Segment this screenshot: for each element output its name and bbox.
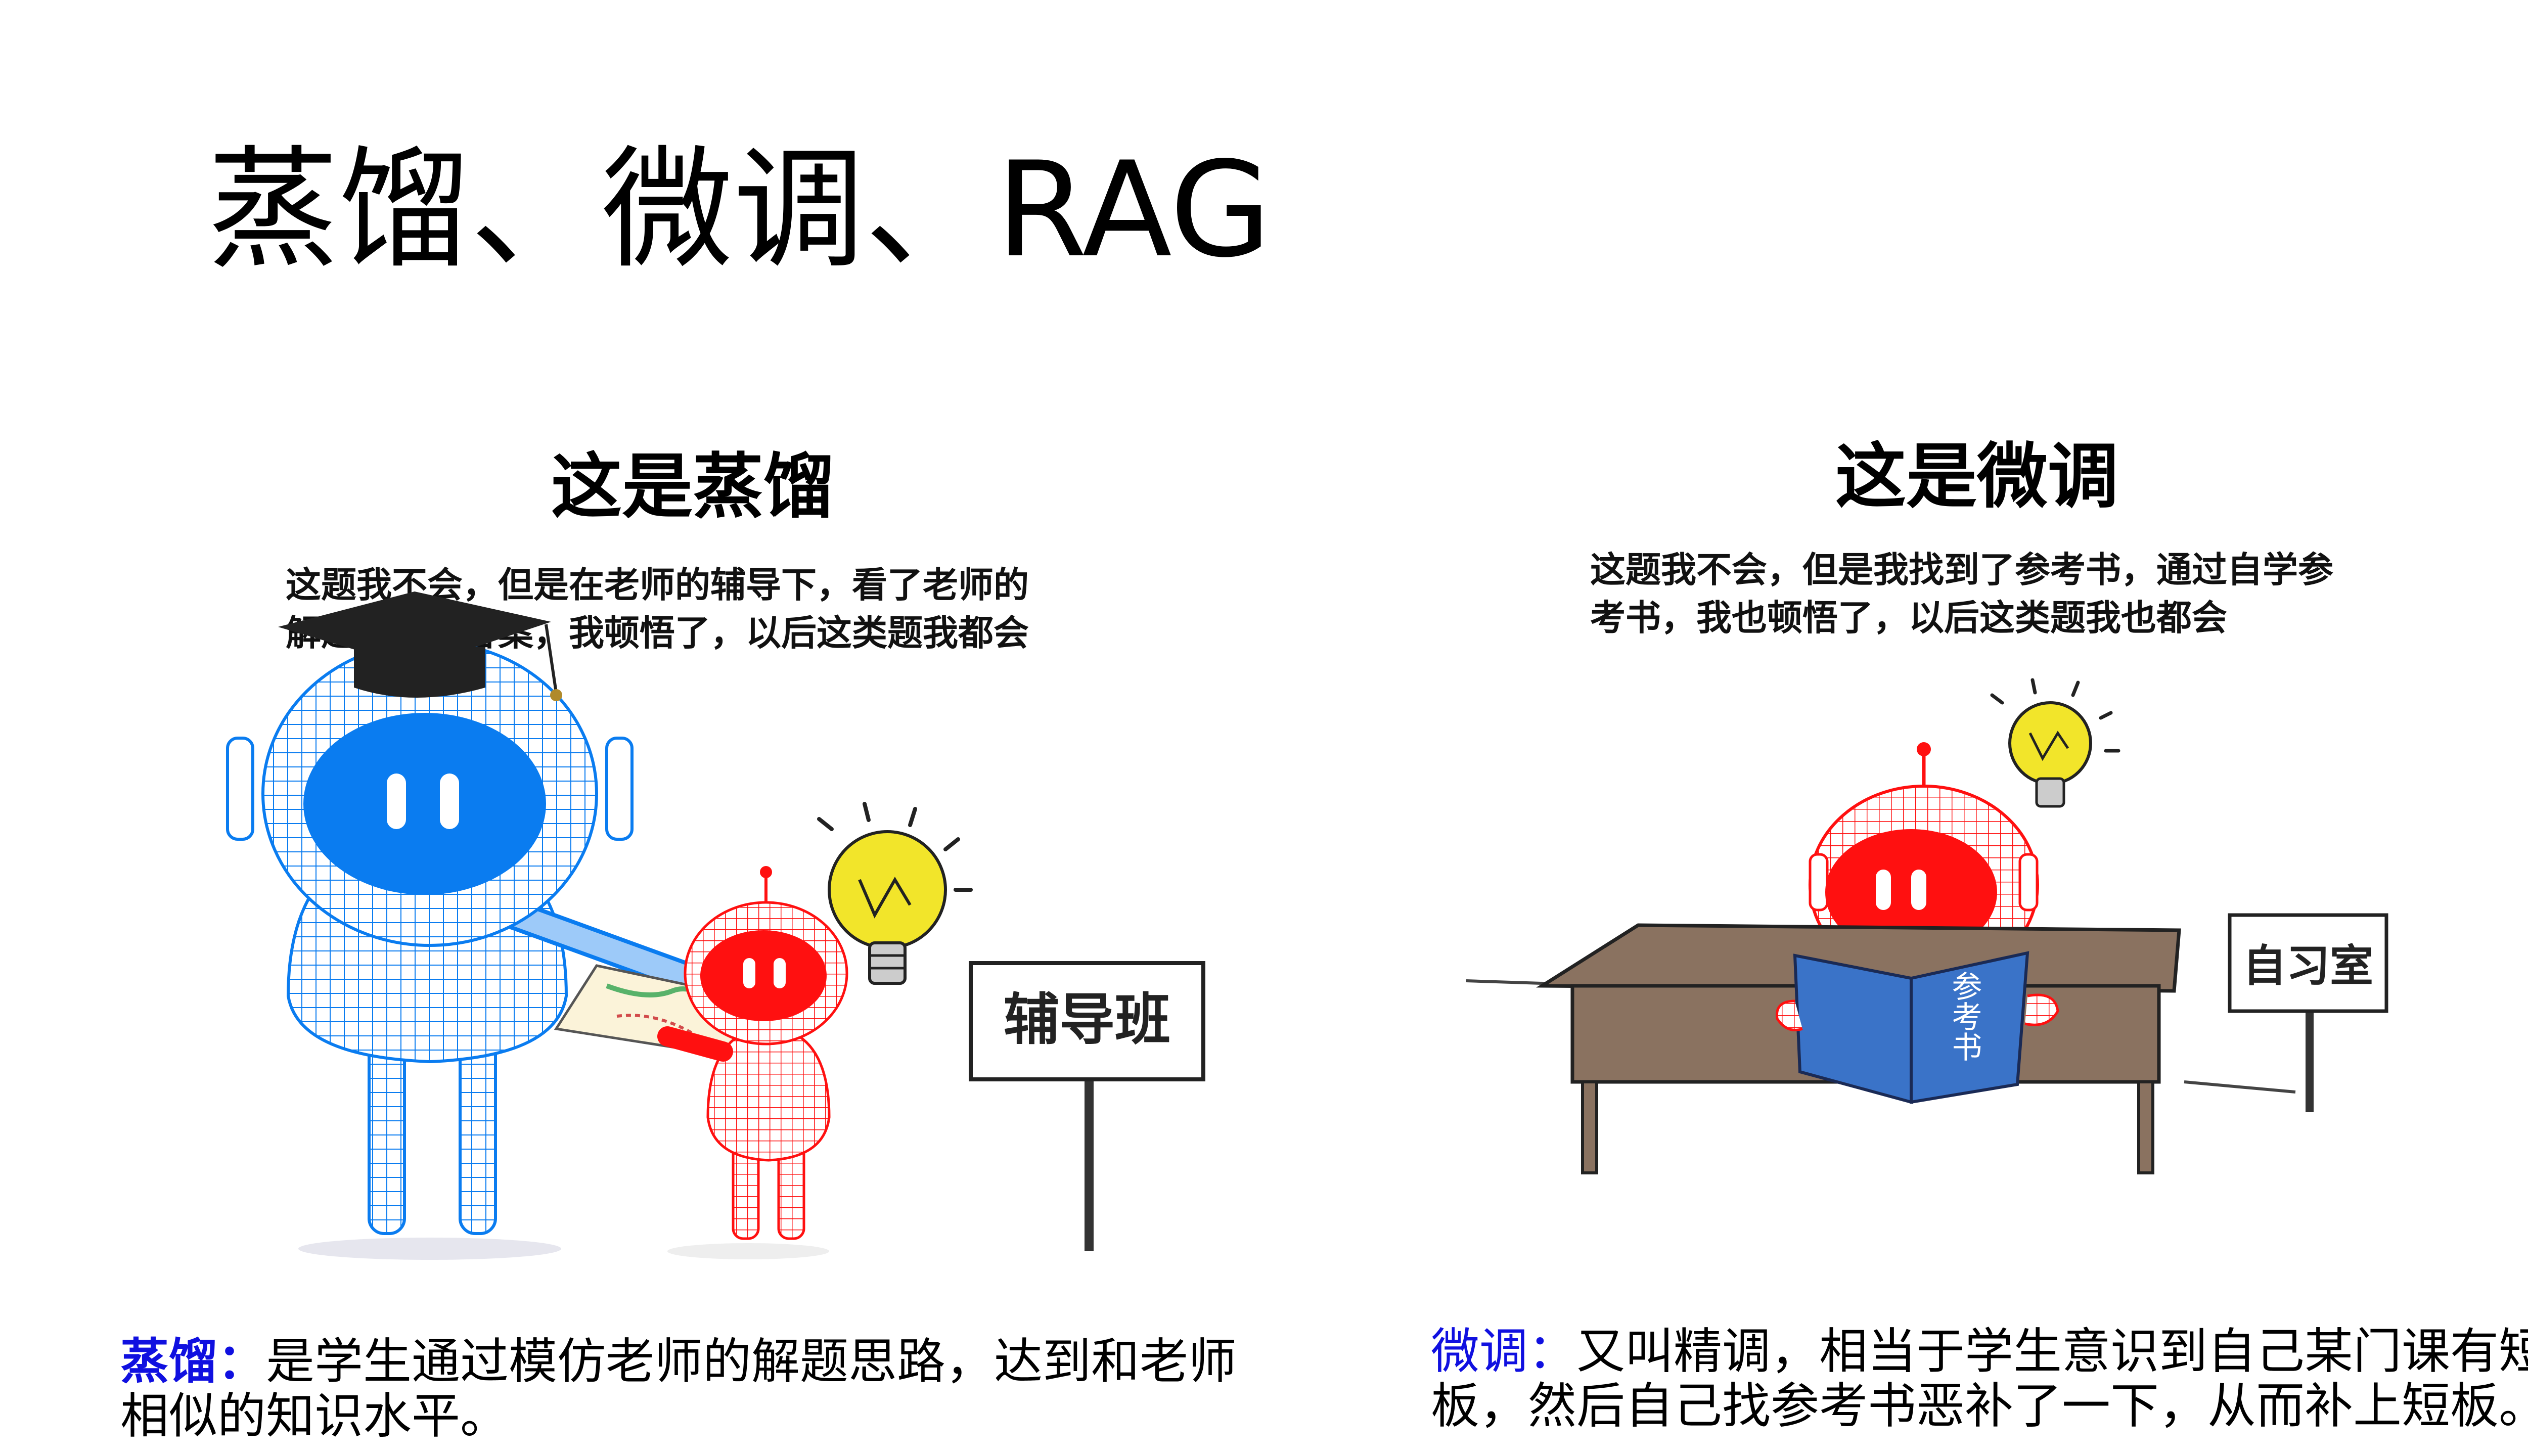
graduation-cap-icon bbox=[278, 592, 562, 701]
teacher-eye bbox=[387, 774, 406, 829]
distillation-caption-text: 是学生通过模仿老师的解题思路，达到和老师 bbox=[266, 1333, 1237, 1390]
study-room-sign: 自习室 bbox=[2228, 913, 2388, 1112]
finetune-caption-line1: 微调：又叫精调，相当于学生意识到自己某门课有短 bbox=[1431, 1323, 2528, 1380]
finetune-desc-line: 考书，我也顿悟了，以后这类题我也都会 bbox=[1590, 597, 2227, 639]
finetune-caption-text: 又叫精调，相当于学生意识到自己某门课有短 bbox=[1576, 1323, 2528, 1380]
teacher-robot bbox=[226, 641, 698, 1235]
slide-title: 蒸馏、微调、RAG bbox=[207, 134, 1272, 287]
lightbulb-icon bbox=[817, 802, 973, 985]
floor-line bbox=[2184, 1080, 2296, 1094]
teacher-eye bbox=[440, 774, 459, 829]
finetune-term: 微调： bbox=[1431, 1323, 1576, 1380]
distillation-term: 蒸馏： bbox=[120, 1333, 266, 1390]
student-eye bbox=[1876, 870, 1891, 910]
tutoring-class-sign: 辅导班 bbox=[969, 961, 1205, 1251]
finetune-illustration-panel: 这是微调 这题我不会，但是我找到了参考书，通过自学参 考书，我也顿悟了，以后这类… bbox=[1466, 384, 2457, 1223]
book-title: 参考书 bbox=[1947, 971, 1982, 1062]
reference-book-icon: 参考书 bbox=[1775, 951, 2059, 1104]
finetune-caption-line2: 板，然后自己找参考书恶补了一下，从而补上短板。 bbox=[1431, 1377, 2528, 1434]
ground-shadow bbox=[667, 1243, 829, 1259]
sign-label: 自习室 bbox=[2243, 941, 2373, 991]
student-eye bbox=[1911, 870, 1926, 910]
distillation-caption: 蒸馏：是学生通过模仿老师的解题思路，达到和老师 相似的知识水平。 bbox=[120, 1333, 1237, 1444]
student-robot bbox=[657, 866, 848, 1240]
distillation-comic: 辅导班 bbox=[226, 592, 1205, 1260]
distillation-caption-line2: 相似的知识水平。 bbox=[120, 1387, 509, 1444]
student-eye bbox=[774, 958, 786, 988]
student-eye bbox=[743, 958, 755, 988]
finetune-comic: 参考书 自习室 bbox=[1466, 678, 2388, 1174]
finetune-caption: 微调：又叫精调，相当于学生意识到自己某门课有短 板，然后自己找参考书恶补了一下，… bbox=[1431, 1323, 2528, 1434]
distillation-heading: 这是蒸馏 bbox=[551, 446, 835, 528]
distillation-illustration-panel: 这是蒸馏 这题我不会，但是在老师的辅导下，看了老师的 解题思路和答案，我顿悟了，… bbox=[202, 384, 1239, 1284]
sign-label: 辅导班 bbox=[1004, 987, 1170, 1052]
finetune-desc-line: 这题我不会，但是我找到了参考书，通过自学参 bbox=[1590, 549, 2333, 590]
finetune-description: 这题我不会，但是我找到了参考书，通过自学参 考书，我也顿悟了，以后这类题我也都会 bbox=[1590, 546, 2333, 642]
distillation-caption-line1: 蒸馏：是学生通过模仿老师的解题思路，达到和老师 bbox=[120, 1333, 1237, 1390]
lightbulb-icon bbox=[1990, 678, 2120, 808]
finetune-heading: 这是微调 bbox=[1835, 436, 2119, 518]
ground-shadow bbox=[298, 1238, 561, 1260]
